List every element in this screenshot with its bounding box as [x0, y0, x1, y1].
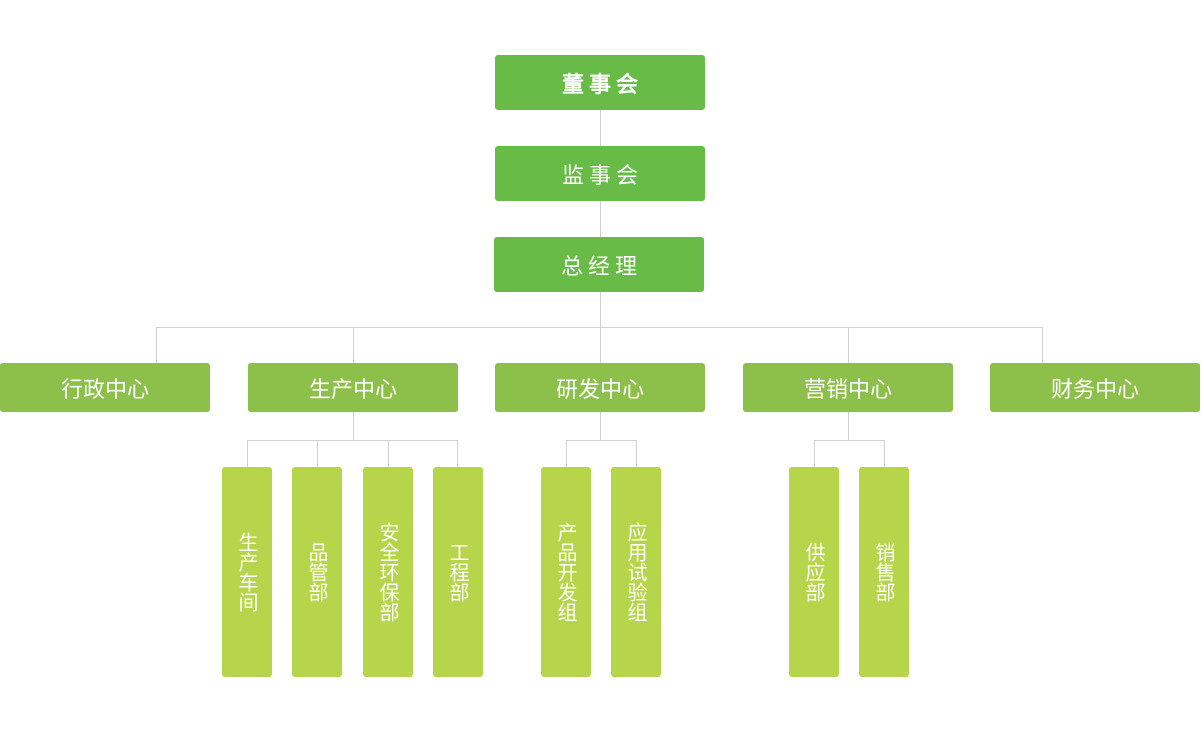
- dept-engineering: 工程部: [433, 467, 483, 677]
- dept-sales: 销售部: [859, 467, 909, 677]
- dept-product-development: 产品开发组: [541, 467, 591, 677]
- center-admin-label: 行政中心: [60, 377, 149, 403]
- connector-dept-product-dev: [566, 440, 567, 467]
- center-marketing-label: 营销中心: [803, 377, 892, 403]
- connector-production-down: [353, 412, 354, 441]
- connector-rd-bus: [566, 440, 637, 441]
- dept-workshop: 生产车间: [222, 467, 272, 677]
- connector-center-marketing: [848, 327, 849, 363]
- dept-sales-label: 销售部: [872, 542, 896, 602]
- connector-dept-supply: [814, 440, 815, 467]
- center-finance: 财务中心: [990, 363, 1200, 412]
- connector-dept-qc: [317, 440, 318, 467]
- dept-application-testing: 应用试验组: [611, 467, 661, 677]
- connector-marketing-bus: [814, 440, 885, 441]
- connector-center-rd: [600, 327, 601, 363]
- dept-engineering-label: 工程部: [446, 542, 470, 602]
- center-rd: 研发中心: [495, 363, 705, 412]
- connector-production-bus: [247, 440, 458, 441]
- dept-application-testing-label: 应用试验组: [624, 522, 648, 622]
- connector-dept-sales: [884, 440, 885, 467]
- connector-board-supervisory: [600, 110, 601, 146]
- center-rd-label: 研发中心: [555, 377, 644, 403]
- center-production-label: 生产中心: [308, 377, 397, 403]
- connector-gm-centers: [600, 292, 601, 328]
- connector-dept-safety: [388, 440, 389, 467]
- center-finance-label: 财务中心: [1050, 377, 1139, 403]
- dept-safety-environment: 安全环保部: [363, 467, 413, 677]
- dept-supply-label: 供应部: [802, 542, 826, 602]
- connector-dept-workshop: [247, 440, 248, 467]
- dept-product-development-label: 产品开发组: [554, 522, 578, 622]
- connector-centers-bus: [156, 327, 1043, 328]
- connector-center-admin: [156, 327, 157, 363]
- gm-box: 总经理: [494, 237, 704, 292]
- center-marketing: 营销中心: [743, 363, 953, 412]
- connector-rd-down: [600, 412, 601, 441]
- connector-supervisory-gm: [600, 201, 601, 237]
- supervisory-label: 监事会: [561, 163, 643, 189]
- board-box: 董事会: [495, 55, 705, 110]
- connector-marketing-down: [848, 412, 849, 441]
- dept-workshop-label: 生产车间: [235, 532, 259, 612]
- dept-quality-control: 品管部: [292, 467, 342, 677]
- gm-label: 总经理: [560, 254, 642, 280]
- board-label: 董事会: [561, 72, 643, 98]
- connector-dept-engineering: [457, 440, 458, 467]
- center-admin: 行政中心: [0, 363, 210, 412]
- connector-center-finance: [1042, 327, 1043, 363]
- connector-dept-app-test: [636, 440, 637, 467]
- dept-quality-control-label: 品管部: [305, 542, 329, 602]
- dept-supply: 供应部: [789, 467, 839, 677]
- dept-safety-environment-label: 安全环保部: [376, 522, 400, 622]
- supervisory-box: 监事会: [495, 146, 705, 201]
- connector-center-production: [353, 327, 354, 363]
- center-production: 生产中心: [248, 363, 458, 412]
